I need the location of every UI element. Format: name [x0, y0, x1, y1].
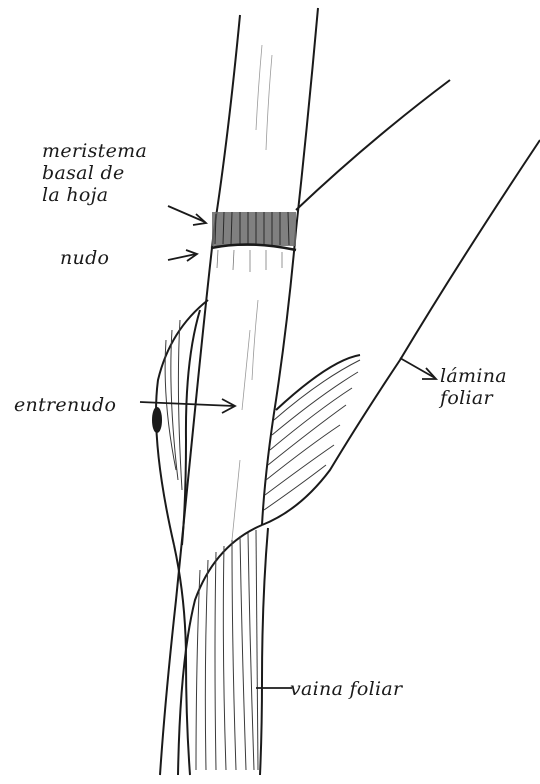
sheath-ligule-mark	[153, 408, 161, 432]
meristem-band	[212, 212, 296, 246]
label-vaina: vaina foliar	[290, 678, 402, 700]
label-meristema: meristema basal de la hoja	[42, 140, 147, 206]
label-nudo: nudo	[60, 247, 109, 269]
label-lamina: lámina foliar	[440, 365, 507, 409]
label-entrenudo: entrenudo	[14, 394, 116, 416]
